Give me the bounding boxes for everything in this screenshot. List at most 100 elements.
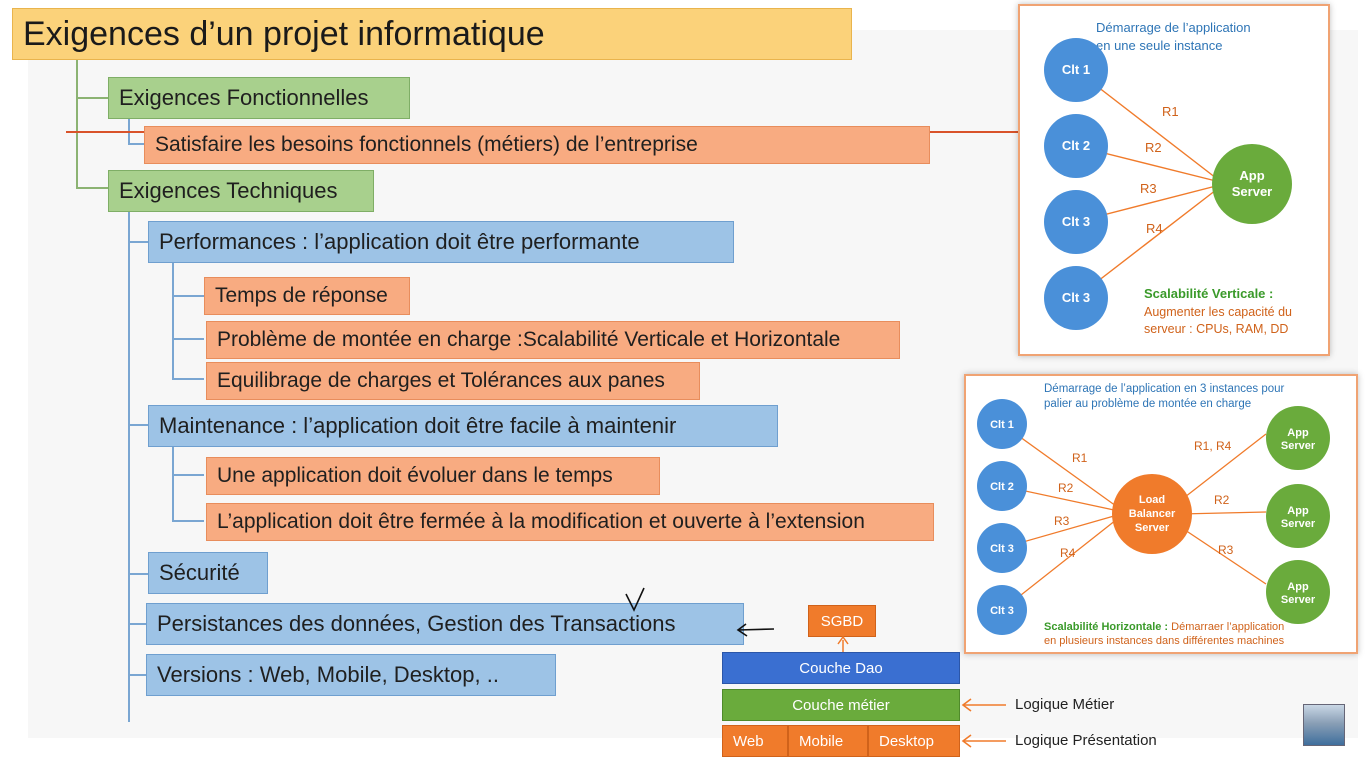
presenter-avatar	[1303, 704, 1345, 746]
logique-presentation-label: Logique Présentation	[1015, 732, 1157, 749]
request-label: R1	[1072, 451, 1088, 465]
app-server-node	[1266, 406, 1330, 470]
tree-connector	[172, 378, 204, 380]
exigences-fonctionnelles: Exigences Fonctionnelles	[108, 77, 410, 119]
server-label: Server	[1281, 594, 1316, 606]
client-node	[977, 461, 1027, 511]
logique-metier-label: Logique Métier	[1015, 696, 1115, 713]
server-label: App	[1287, 427, 1309, 439]
temps-reponse-item: Temps de réponse	[204, 277, 410, 315]
vertical-caption-title: Scalabilité Verticale :	[1144, 286, 1273, 301]
horizontal-caption-line: en plusieurs instances dans différentes …	[1044, 635, 1285, 647]
tree-connector	[172, 338, 204, 340]
presentation-mobile: Mobile	[788, 725, 868, 757]
request-label: R2	[1058, 481, 1074, 495]
couche-dao: Couche Dao	[722, 652, 960, 684]
server-label: App	[1287, 505, 1309, 517]
tree-connector	[128, 623, 148, 625]
sgbd-arrow	[837, 636, 849, 654]
divider-line	[66, 131, 144, 133]
request-label: R2	[1214, 493, 1230, 507]
tree-connector	[172, 295, 204, 297]
client-label: Clt 3	[1062, 290, 1090, 305]
request-label: R4	[1146, 221, 1163, 236]
client-label: Clt 2	[1062, 138, 1090, 153]
besoins-fonctionnels-item: Satisfaire les besoins fonctionnels (mét…	[144, 126, 930, 164]
client-node	[977, 585, 1027, 635]
tree-connector	[172, 474, 204, 476]
balancer-label: Balancer	[1129, 508, 1176, 520]
vertical-scalability-diagram: Démarrage de l’application en une seule …	[1018, 4, 1330, 356]
balancer-label: Server	[1135, 522, 1170, 534]
tree-connector	[128, 212, 130, 722]
app-server-node	[1266, 484, 1330, 548]
tree-connector	[128, 143, 144, 145]
client-node	[977, 399, 1027, 449]
request-label: R1	[1162, 104, 1179, 119]
vertical-caption-line: Augmenter les capacité du	[1144, 305, 1292, 319]
evoluer-item: Une application doit évoluer dans le tem…	[206, 457, 660, 495]
server-label: App	[1239, 168, 1264, 183]
request-label: R2	[1145, 140, 1162, 155]
tree-connector	[128, 424, 148, 426]
slide-title: Exigences d’un projet informatique	[12, 8, 852, 60]
client-node	[1044, 190, 1108, 254]
tree-connector	[128, 116, 130, 144]
client-label: Clt 2	[990, 481, 1014, 493]
securite-item: Sécurité	[148, 552, 268, 594]
request-arrow	[1179, 511, 1267, 515]
client-node	[1044, 266, 1108, 330]
performances-item: Performances : l’application doit être p…	[148, 221, 734, 263]
vertical-diagram-svg: Démarrage de l’application en une seule …	[1044, 20, 1292, 336]
versions-item: Versions : Web, Mobile, Desktop, ..	[146, 654, 556, 696]
client-node	[1044, 114, 1108, 178]
horizontal-heading-2: palier au problème de montée en charge	[1044, 398, 1251, 410]
tree-connector	[76, 60, 78, 188]
server-label: Server	[1232, 184, 1272, 199]
tree-connector	[76, 97, 108, 99]
exigences-techniques: Exigences Techniques	[108, 170, 374, 212]
client-label: Clt 3	[990, 543, 1014, 555]
divider-line	[930, 131, 1018, 133]
client-node	[977, 523, 1027, 573]
request-label: R1, R4	[1194, 439, 1232, 453]
client-node	[1044, 38, 1108, 102]
app-server-node	[1266, 560, 1330, 624]
client-label: Clt 1	[990, 419, 1014, 431]
couche-metier: Couche métier	[722, 689, 960, 721]
tree-connector	[128, 241, 148, 243]
horizontal-heading-1: Démarrage de l’application en 3 instance…	[1044, 383, 1285, 395]
vertical-heading-1: Démarrage de l’application	[1096, 20, 1251, 35]
tree-connector	[128, 674, 148, 676]
persistance-item: Persistances des données, Gestion des Tr…	[146, 603, 744, 645]
server-label: Server	[1281, 440, 1316, 452]
request-arrow	[1175, 433, 1267, 505]
tree-connector	[76, 187, 108, 189]
request-label: R3	[1140, 181, 1157, 196]
montee-en-charge-item: Problème de montée en charge :Scalabilit…	[206, 321, 900, 359]
server-label: Server	[1281, 518, 1316, 530]
presentation-desktop: Desktop	[868, 725, 960, 757]
balancer-label: Load	[1139, 494, 1165, 506]
logique-arrows	[961, 698, 1006, 748]
presentation-web: Web	[722, 725, 788, 757]
request-label: R3	[1054, 514, 1070, 528]
vertical-heading-2: en une seule instance	[1096, 38, 1222, 53]
horizontal-diagram-svg: Démarrage de l’application en 3 instance…	[977, 383, 1330, 647]
tree-connector	[128, 573, 148, 575]
horizontal-caption: Scalabilité Horizontale : Démarraer l’ap…	[1044, 621, 1284, 633]
client-label: Clt 3	[1062, 214, 1090, 229]
request-label: R3	[1218, 543, 1234, 557]
client-label: Clt 3	[990, 605, 1014, 617]
client-label: Clt 1	[1062, 62, 1090, 77]
server-label: App	[1287, 581, 1309, 593]
tree-connector	[172, 520, 204, 522]
sgbd-box: SGBD	[808, 605, 876, 637]
maintenance-item: Maintenance : l’application doit être fa…	[148, 405, 778, 447]
horizontal-scalability-diagram: Démarrage de l’application en 3 instance…	[964, 374, 1358, 654]
request-arrow	[1175, 523, 1267, 585]
request-label: R4	[1060, 546, 1076, 560]
ouvert-ferme-item: L’application doit être fermée à la modi…	[206, 503, 934, 541]
equilibrage-item: Equilibrage de charges et Tolérances aux…	[206, 362, 700, 400]
tree-connector	[172, 262, 174, 380]
